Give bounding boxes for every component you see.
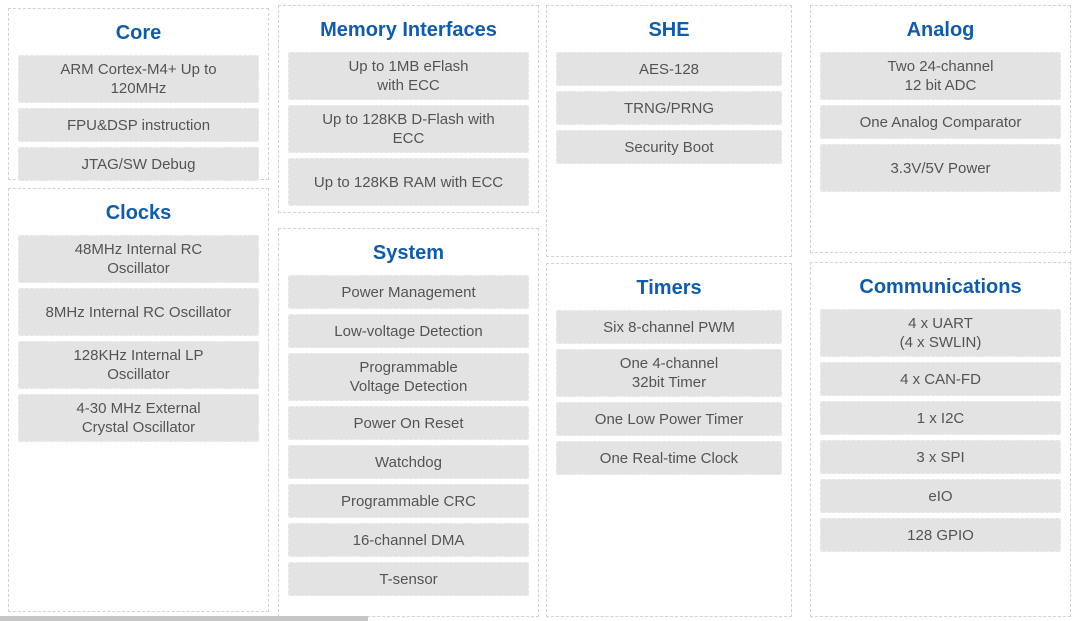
feature-item-comparator: One Analog Comparator (820, 105, 1061, 139)
feature-item-por: Power On Reset (288, 406, 529, 440)
panel-communications: Communications 4 x UART (4 x SWLIN) 4 x … (810, 262, 1071, 617)
feature-item-tsensor: T-sensor (288, 562, 529, 596)
panel-memory-items: Up to 1MB eFlash with ECC Up to 128KB D-… (279, 43, 538, 206)
feature-item-low-power-timer: One Low Power Timer (556, 402, 782, 436)
feature-item-gpio: 128 GPIO (820, 518, 1061, 552)
feature-item-pvd: Programmable Voltage Detection (288, 353, 529, 401)
feature-item-clock-8mhz: 8MHz Internal RC Oscillator (18, 288, 259, 336)
panel-communications-items: 4 x UART (4 x SWLIN) 4 x CAN-FD 1 x I2C … (811, 300, 1070, 552)
feature-item-dma: 16-channel DMA (288, 523, 529, 557)
panel-analog-items: Two 24-channel 12 bit ADC One Analog Com… (811, 43, 1070, 192)
feature-item-clock-48mhz: 48MHz Internal RC Oscillator (18, 235, 259, 283)
panel-system-title: System (372, 242, 445, 264)
feature-item-crc: Programmable CRC (288, 484, 529, 518)
feature-item-spi: 3 x SPI (820, 440, 1061, 474)
feature-item-security-boot: Security Boot (556, 130, 782, 164)
feature-item-rtc: One Real-time Clock (556, 441, 782, 475)
panel-timers-items: Six 8-channel PWM One 4-channel 32bit Ti… (547, 301, 791, 475)
feature-item-power-management: Power Management (288, 275, 529, 309)
feature-item-power-supply: 3.3V/5V Power (820, 144, 1061, 192)
feature-item-dflash: Up to 128KB D-Flash with ECC (288, 105, 529, 153)
feature-item-uart: 4 x UART (4 x SWLIN) (820, 309, 1061, 357)
feature-item-adc: Two 24-channel 12 bit ADC (820, 52, 1061, 100)
panel-core: Core ARM Cortex-M4+ Up to 120MHz FPU&DSP… (8, 8, 269, 181)
feature-item-core-debug: JTAG/SW Debug (18, 147, 259, 181)
panel-clocks-items: 48MHz Internal RC Oscillator 8MHz Intern… (9, 226, 268, 442)
feature-item-core-fpu: FPU&DSP instruction (18, 108, 259, 142)
panel-she-items: AES-128 TRNG/PRNG Security Boot (547, 43, 791, 164)
panel-memory-interfaces: Memory Interfaces Up to 1MB eFlash with … (278, 5, 539, 213)
panel-system-items: Power Management Low-voltage Detection P… (279, 266, 538, 596)
cropped-bottom-bar (0, 616, 368, 621)
panel-clocks: Clocks 48MHz Internal RC Oscillator 8MHz… (8, 188, 269, 612)
feature-item-watchdog: Watchdog (288, 445, 529, 479)
feature-item-canfd: 4 x CAN-FD (820, 362, 1061, 396)
feature-item-clock-crystal: 4-30 MHz External Crystal Oscillator (18, 394, 259, 442)
feature-item-eio: eIO (820, 479, 1061, 513)
feature-item-32bit-timer: One 4-channel 32bit Timer (556, 349, 782, 397)
panel-she-title: SHE (648, 19, 690, 41)
panel-timers-title: Timers (636, 277, 702, 299)
panel-system: System Power Management Low-voltage Dete… (278, 228, 539, 617)
panel-clocks-title: Clocks (105, 202, 172, 224)
feature-item-ram: Up to 128KB RAM with ECC (288, 158, 529, 206)
panel-core-items: ARM Cortex-M4+ Up to 120MHz FPU&DSP inst… (9, 46, 268, 181)
panel-analog-title: Analog (906, 19, 975, 41)
feature-item-lvd: Low-voltage Detection (288, 314, 529, 348)
panel-communications-title: Communications (859, 276, 1022, 298)
feature-item-eflash: Up to 1MB eFlash with ECC (288, 52, 529, 100)
panel-analog: Analog Two 24-channel 12 bit ADC One Ana… (810, 5, 1071, 253)
feature-item-clock-128khz: 128KHz Internal LP Oscillator (18, 341, 259, 389)
feature-item-aes128: AES-128 (556, 52, 782, 86)
panel-she: SHE AES-128 TRNG/PRNG Security Boot (546, 5, 792, 257)
feature-item-trng: TRNG/PRNG (556, 91, 782, 125)
panel-memory-title: Memory Interfaces (320, 19, 497, 41)
panel-timers: Timers Six 8-channel PWM One 4-channel 3… (546, 263, 792, 617)
feature-item-i2c: 1 x I2C (820, 401, 1061, 435)
panel-core-title: Core (115, 22, 162, 44)
feature-item-core-cpu: ARM Cortex-M4+ Up to 120MHz (18, 55, 259, 103)
feature-item-pwm: Six 8-channel PWM (556, 310, 782, 344)
